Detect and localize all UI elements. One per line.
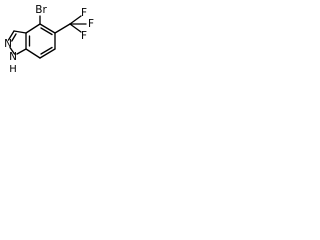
bond-c6-c7 [39, 48, 56, 59]
bond-n1-c7a [16, 48, 27, 55]
atom-f-top: F [81, 7, 87, 19]
bond-c3-n2 [7, 30, 15, 41]
atom-n-nh: N [9, 51, 17, 63]
atom-h-nh: H [9, 64, 17, 75]
atom-br: Br [35, 4, 47, 16]
atom-n-ring: N [4, 38, 12, 50]
molecule-structure: Br F F F N N H [4, 4, 94, 75]
bond-c4-c5 [39, 23, 56, 34]
double-bond-c6-c7 [40, 46, 53, 55]
bond-c7-c7a [25, 48, 41, 59]
molecule-diagram: Br F F F N N H [0, 0, 112, 91]
double-bond-c4-c5 [40, 27, 53, 36]
bond-c3a-c3 [13, 30, 27, 34]
bond-c6-cf3 [54, 23, 71, 34]
bond-cf3-f-bottom [69, 23, 82, 33]
bond-cf3-f-top [69, 15, 82, 25]
atom-f-right: F [88, 18, 94, 30]
atom-f-bottom: F [81, 30, 87, 42]
bond-n2-n1 [9, 46, 16, 55]
bond-c3a-c4 [25, 23, 41, 34]
double-bond-c3-n2 [11, 33, 17, 42]
